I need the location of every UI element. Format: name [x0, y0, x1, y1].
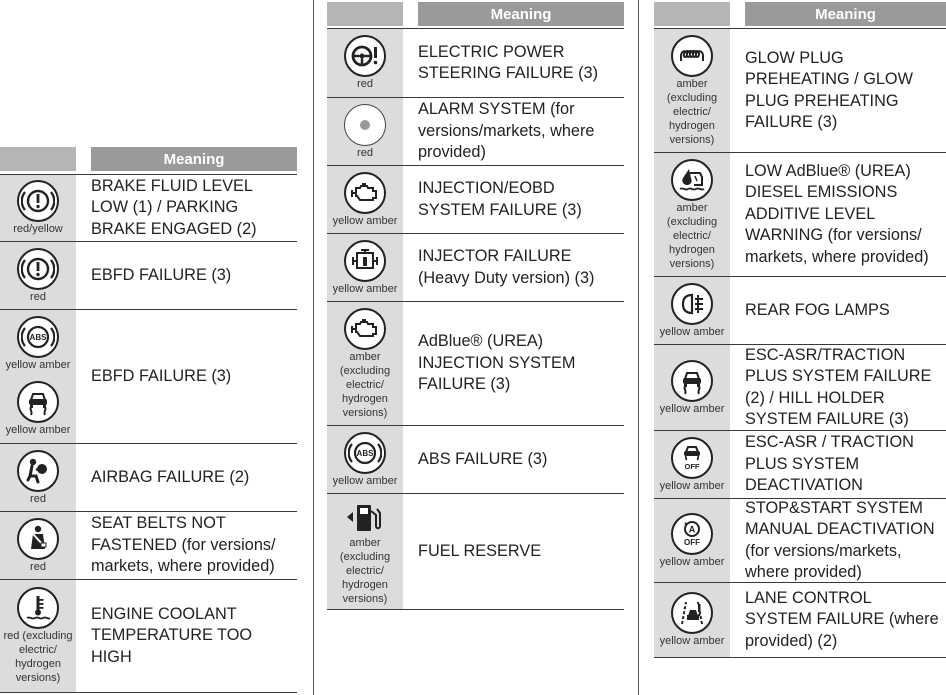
esc-off-icon: OFF: [671, 436, 713, 479]
abs-icon: ABS: [344, 431, 386, 474]
off-label: OFF: [685, 462, 700, 471]
color-caption: amber (excluding electric/ hydrogen vers…: [339, 350, 391, 419]
table-row: amber (excluding electric/ hydrogen vers…: [327, 494, 624, 610]
power-steering-icon: [344, 35, 386, 77]
table-row: red AIRBAG FAILURE (2): [0, 444, 297, 512]
fuel-pump-icon: [344, 498, 386, 536]
table-row: amber (excluding electric/ hydrogen vers…: [654, 28, 946, 153]
stop-start-letter: A: [689, 524, 696, 534]
color-caption: amber (excluding electric/ hydrogen vers…: [666, 77, 718, 146]
lane-control-icon: [671, 592, 713, 634]
seat-belt-icon: [17, 517, 59, 560]
esc-skid-icon: [671, 359, 713, 402]
color-caption: yellow amber: [5, 359, 71, 372]
table-row: red ELECTRIC POWER STEERING FAILURE (3): [327, 28, 624, 98]
color-caption: yellow amber: [332, 474, 398, 487]
table-row: OFF yellow amber ESC-ASR / TRACTION PLUS…: [654, 431, 946, 499]
abs-label: ABS: [30, 333, 48, 342]
coolant-temperature-icon: [17, 587, 59, 629]
color-caption: yellow amber: [659, 635, 725, 647]
engine-icon: [344, 171, 386, 214]
meaning-text: ESC-ASR/TRACTION PLUS SYSTEM FAILURE (2)…: [745, 345, 932, 429]
esc-skid-icon: [17, 380, 59, 423]
color-caption: yellow amber: [659, 325, 725, 338]
table-row: yellow amber INJECTOR FAILURE (Heavy Dut…: [327, 234, 624, 302]
meaning-text: FUEL RESERVE: [418, 541, 542, 560]
color-caption: red/yellow: [13, 223, 63, 235]
warning-table-1: Meaning red/yellow BRAKE FLUID LEVEL LOW…: [0, 147, 297, 693]
color-caption: yellow amber: [332, 214, 398, 227]
header-meaning: Meaning: [91, 147, 297, 171]
table-row: yellow amber LANE CONTROL SYSTEM FAILURE…: [654, 583, 946, 658]
color-caption: yellow amber: [332, 282, 398, 295]
meaning-text: AIRBAG FAILURE (2): [91, 467, 250, 486]
color-caption: red: [30, 290, 46, 303]
table-row: ABS yellow amber ABS FAILURE (3): [327, 426, 624, 494]
table-row: red EBFD FAILURE (3): [0, 242, 297, 310]
meaning-text: EBFD FAILURE (3): [91, 366, 232, 385]
table-row: red/yellow BRAKE FLUID LEVEL LOW (1) / P…: [0, 174, 297, 242]
table-row: yellow amber ESC-ASR/TRACTION PLUS SYSTE…: [654, 345, 946, 431]
meaning-text: REAR FOG LAMPS: [745, 300, 890, 319]
table-header: Meaning: [654, 2, 946, 26]
color-caption: yellow amber: [659, 402, 725, 415]
color-caption: yellow amber: [659, 479, 725, 492]
table-row: amber (excluding electric/ hydrogen vers…: [327, 302, 624, 426]
table-row: red ALARM SYSTEM (for versions/markets, …: [327, 98, 624, 166]
color-caption: red: [357, 78, 373, 90]
table-header: Meaning: [327, 2, 624, 26]
meaning-text: ALARM SYSTEM (for versions/markets, wher…: [418, 100, 595, 162]
table-row: A OFF yellow amber STOP&START SYSTEM MANU…: [654, 499, 946, 583]
injector-icon: [344, 239, 386, 282]
brake-warning-icon: [17, 247, 59, 290]
warning-table-3: Meaning amber (excluding electric/ hydro…: [654, 2, 946, 658]
meaning-text: BRAKE FLUID LEVEL LOW (1) / PARKING BRAK…: [91, 176, 257, 238]
header-meaning: Meaning: [418, 2, 624, 26]
meaning-text: STOP&START SYSTEM MANUAL DEACTIVATION (f…: [745, 498, 935, 582]
color-caption: yellow amber: [659, 555, 725, 568]
engine-icon: [344, 307, 386, 350]
color-caption: red: [30, 560, 46, 573]
color-caption: amber (excluding electric/ hydrogen vers…: [339, 536, 391, 605]
meaning-text: EBFD FAILURE (3): [91, 265, 232, 284]
color-caption: red: [357, 146, 373, 159]
header-meaning: Meaning: [745, 2, 946, 26]
table-row: red SEAT BELTS NOT FASTENED (for version…: [0, 512, 297, 580]
stop-start-off-icon: A OFF: [671, 512, 713, 555]
meaning-text: ESC-ASR / TRACTION PLUS SYSTEM DEACTIVAT…: [745, 433, 914, 495]
meaning-text: GLOW PLUG PREHEATING / GLOW PLUG PREHEAT…: [745, 48, 913, 132]
column-divider: [313, 0, 314, 695]
meaning-text: LOW AdBlue® (UREA) DIESEL EMISSIONS ADDI…: [745, 161, 929, 266]
table-row: red (excluding electric/ hydrogen versio…: [0, 580, 297, 693]
alarm-dot-icon: [344, 103, 386, 146]
color-caption: amber (excluding electric/ hydrogen vers…: [666, 201, 718, 270]
abs-label: ABS: [357, 449, 375, 458]
table-row: ABS yellow amber yellow amber EBFD FAILU…: [0, 310, 297, 444]
meaning-text: INJECTOR FAILURE (Heavy Duty version) (3…: [418, 247, 595, 287]
table-header: Meaning: [0, 147, 297, 171]
color-caption: red (excluding electric/ hydrogen versio…: [3, 630, 73, 684]
table-row: yellow amber REAR FOG LAMPS: [654, 277, 946, 345]
meaning-text: AdBlue® (UREA) INJECTION SYSTEM FAILURE …: [418, 332, 576, 394]
off-label: OFF: [684, 538, 700, 547]
meaning-text: ELECTRIC POWER STEERING FAILURE (3): [418, 42, 599, 83]
brake-warning-icon: [17, 180, 59, 222]
meaning-text: ABS FAILURE (3): [418, 449, 548, 468]
meaning-text: ENGINE COOLANT TEMPERATURE TOO HIGH: [91, 604, 253, 666]
warning-table-2: Meaning red ELECTRIC POWER STEERING FAIL…: [327, 2, 624, 610]
meaning-text: SEAT BELTS NOT FASTENED (for versions/ m…: [91, 514, 276, 576]
abs-icon: ABS: [17, 316, 59, 359]
table-row: amber (excluding electric/ hydrogen vers…: [654, 153, 946, 277]
color-caption: yellow amber: [5, 423, 71, 436]
color-caption: red: [30, 492, 46, 505]
meaning-text: LANE CONTROL SYSTEM FAILURE (where provi…: [745, 588, 939, 650]
airbag-icon: [17, 449, 59, 492]
meaning-text: INJECTION/EOBD SYSTEM FAILURE (3): [418, 179, 582, 219]
adblue-level-icon: [671, 158, 713, 201]
rear-fog-lamp-icon: [671, 282, 713, 325]
glow-plug-icon: [671, 34, 713, 77]
table-row: yellow amber INJECTION/EOBD SYSTEM FAILU…: [327, 166, 624, 234]
column-divider: [638, 0, 639, 695]
